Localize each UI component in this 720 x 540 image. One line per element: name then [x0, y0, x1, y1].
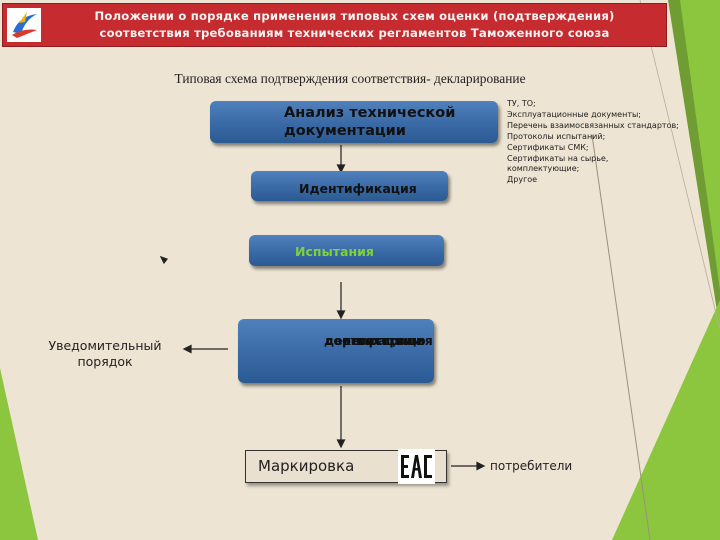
- step-identification-box: Идентификация: [251, 171, 448, 201]
- green-triangle-left: [0, 368, 38, 540]
- step-analysis-box: Анализ технической документации: [210, 101, 498, 143]
- header-line-1: Положении о порядке применения типовых с…: [94, 9, 615, 23]
- stray-arrow-mark: [159, 255, 168, 265]
- diagram-subtitle: Типовая схема подтверждения соответствия…: [174, 71, 526, 86]
- documents-list: ТУ, ТО; Эксплуатационные документы; Пере…: [507, 99, 717, 186]
- documents-list-item: Протоколы испытаний;: [507, 131, 606, 141]
- documents-list-item: Другое: [507, 175, 538, 185]
- eac-mark-icon: [398, 449, 435, 484]
- thin-decorative-line: [591, 134, 651, 540]
- step-registration-box: регистрация декларации о соответствии: [238, 319, 434, 383]
- consumers-label: потребители: [490, 459, 573, 473]
- notification-line-2: порядок: [77, 354, 133, 369]
- registration-line-2: декларации о: [324, 333, 426, 348]
- documents-list-item: Эксплуатационные документы;: [507, 109, 641, 119]
- step-testing-label: Испытания: [295, 244, 374, 259]
- step-registration-label: регистрация декларации о соответствии: [282, 326, 433, 390]
- step-identification-label: Идентификация: [299, 181, 417, 196]
- green-triangle-bottom-right: [612, 300, 720, 540]
- notification-procedure-label: Уведомительный порядок: [40, 338, 170, 370]
- notification-line-1: Уведомительный: [48, 338, 162, 353]
- header-title: Положении о порядке применения типовых с…: [47, 8, 662, 42]
- documents-list-item: Сертификаты СМК;: [507, 142, 589, 152]
- header-banner: Положении о порядке применения типовых с…: [2, 3, 667, 47]
- documents-list-item: комплектующие;: [507, 164, 580, 174]
- step-testing-box: Испытания: [249, 235, 444, 266]
- eurasian-logo-icon: [7, 8, 41, 42]
- documents-list-item: ТУ, ТО;: [507, 99, 536, 108]
- registration-line-1: регистрация: [342, 333, 433, 348]
- documents-list-item: Перечень взаимосвязанных стандартов;: [507, 120, 679, 130]
- step-analysis-label: Анализ технической документации: [284, 105, 456, 139]
- registration-line-3: соответствии: [326, 333, 422, 348]
- step-marking-label: Маркировка: [258, 457, 355, 475]
- header-line-2: соответствия требованиям технических рег…: [99, 26, 610, 40]
- documents-list-item: Сертификаты на сырье,: [507, 153, 609, 163]
